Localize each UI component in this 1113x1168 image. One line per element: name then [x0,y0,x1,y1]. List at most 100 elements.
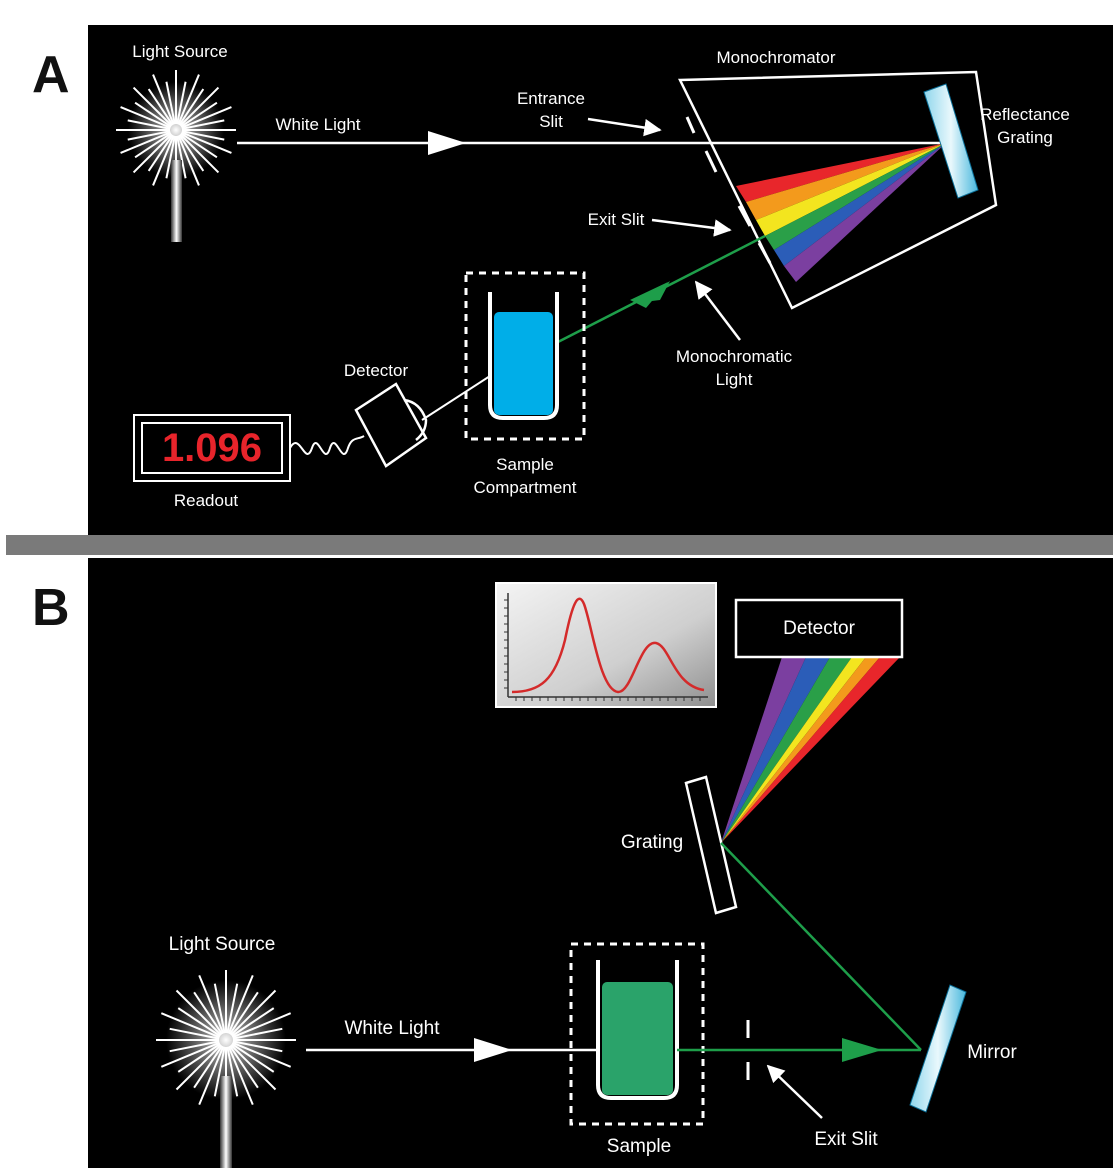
detector-label-a: Detector [344,361,409,380]
monochromator-box [678,70,998,310]
light-ray [165,135,176,179]
detector-b [734,598,904,659]
panel-b-letter: B [32,579,70,637]
sample-compartment [464,271,586,441]
light-ray [152,135,175,186]
light-ray [132,86,173,127]
light-ray [229,991,259,1035]
exit-slit-pointer [651,218,732,237]
light-ray [176,81,187,125]
panel-a-letter: A [32,46,70,104]
detector-label-b: Detector [783,618,855,639]
transmitted-beam-a [421,375,491,421]
monochromator-label: Monochromator [716,48,835,67]
sample-holder-b [569,942,705,1126]
light-ray [169,1040,220,1053]
light-ray [232,1012,292,1039]
light-ray [179,133,220,174]
beam-arrow-icon [428,131,466,155]
light-ray [177,135,200,186]
light-source-label-b: Light Source [169,934,276,955]
light-ray [165,81,176,125]
light-ray [120,106,171,129]
readout-display: 1.096 [133,414,291,482]
readout-label: Readout [174,491,239,510]
light-ray [232,1040,283,1053]
light-ray [176,135,187,179]
light-ray [198,974,225,1034]
light-ray [180,132,218,159]
light-ray [169,1027,220,1040]
light-ray [181,119,225,130]
light-ray [193,991,223,1035]
light-ray [160,1041,220,1068]
light-ray [181,130,225,141]
spectrum-curve [511,597,705,694]
light-ray [231,1043,275,1073]
light-source-b-icon [156,970,296,1168]
light-ray [180,101,218,128]
beam-arrow-b-icon [474,1038,512,1062]
light-source-label: Light Source [132,42,227,61]
light-ray [193,1045,223,1089]
spectrum-fan-b [721,657,900,843]
light-ray [152,74,175,125]
light-ray [230,1044,277,1091]
light-ray [230,989,277,1036]
panel-b: B Detector Grating Light Source White Li… [32,558,1113,1168]
light-ray [213,983,226,1034]
light-ray [232,1027,283,1040]
sample-label: Sample [607,1136,671,1157]
light-ray [181,106,232,129]
light-ray [160,1012,220,1039]
light-ray [227,1046,254,1106]
absorption-spectrum-plot [495,582,717,708]
monochromatic-light-pointer [694,280,741,341]
light-ray [226,983,239,1034]
entrance-slit-label-line2: Slit [539,112,563,131]
spectrum-band [736,143,946,202]
light-ray [147,88,174,126]
spectrum-band [721,657,900,843]
cuvette-b [596,960,679,1100]
readout-value: 1.096 [162,426,262,470]
green-beam-to-grating [720,842,922,1051]
mirror [909,984,967,1113]
light-ray [231,1007,275,1037]
panel-a: A Light Source White Light Monochromator… [32,25,1113,535]
detector-a [354,382,428,468]
light-ray [229,1045,259,1089]
light-ray [134,132,172,159]
light-ray [175,989,222,1036]
light-ray [198,1046,225,1106]
spectrum-band [784,143,946,282]
light-ray [175,1044,222,1091]
cuvette-liquid-a [494,312,553,415]
spectrum-fan-a [736,143,946,282]
light-ray [147,134,174,172]
light-ray [178,88,205,126]
light-ray [232,1041,292,1068]
cuvette-a [488,292,559,420]
light-ray [181,131,232,154]
exit-slit-label: Exit Slit [588,210,645,229]
light-ray [213,1046,226,1097]
reflectance-grating [923,83,979,199]
white-light-label: White Light [275,115,360,134]
light-ray [179,86,220,127]
exit-slit-label-b: Exit Slit [814,1129,878,1150]
sample-compartment-label-line2: Compartment [474,478,577,497]
light-ray [134,101,172,128]
light-ray [127,119,171,130]
light-ray [178,134,205,172]
grating-b [684,775,738,915]
light-ray [177,74,200,125]
spectrum-band [774,143,946,266]
signal-wire [289,435,365,455]
monochromatic-light-label-line2: Light [716,370,753,389]
reflectance-grating-label-line1: Reflectance [980,105,1070,124]
light-ray [227,974,254,1034]
monochromatic-light-label-line1: Monochromatic [676,347,793,366]
sample-compartment-label-line1: Sample [496,455,554,474]
spectrum-band [756,143,946,236]
